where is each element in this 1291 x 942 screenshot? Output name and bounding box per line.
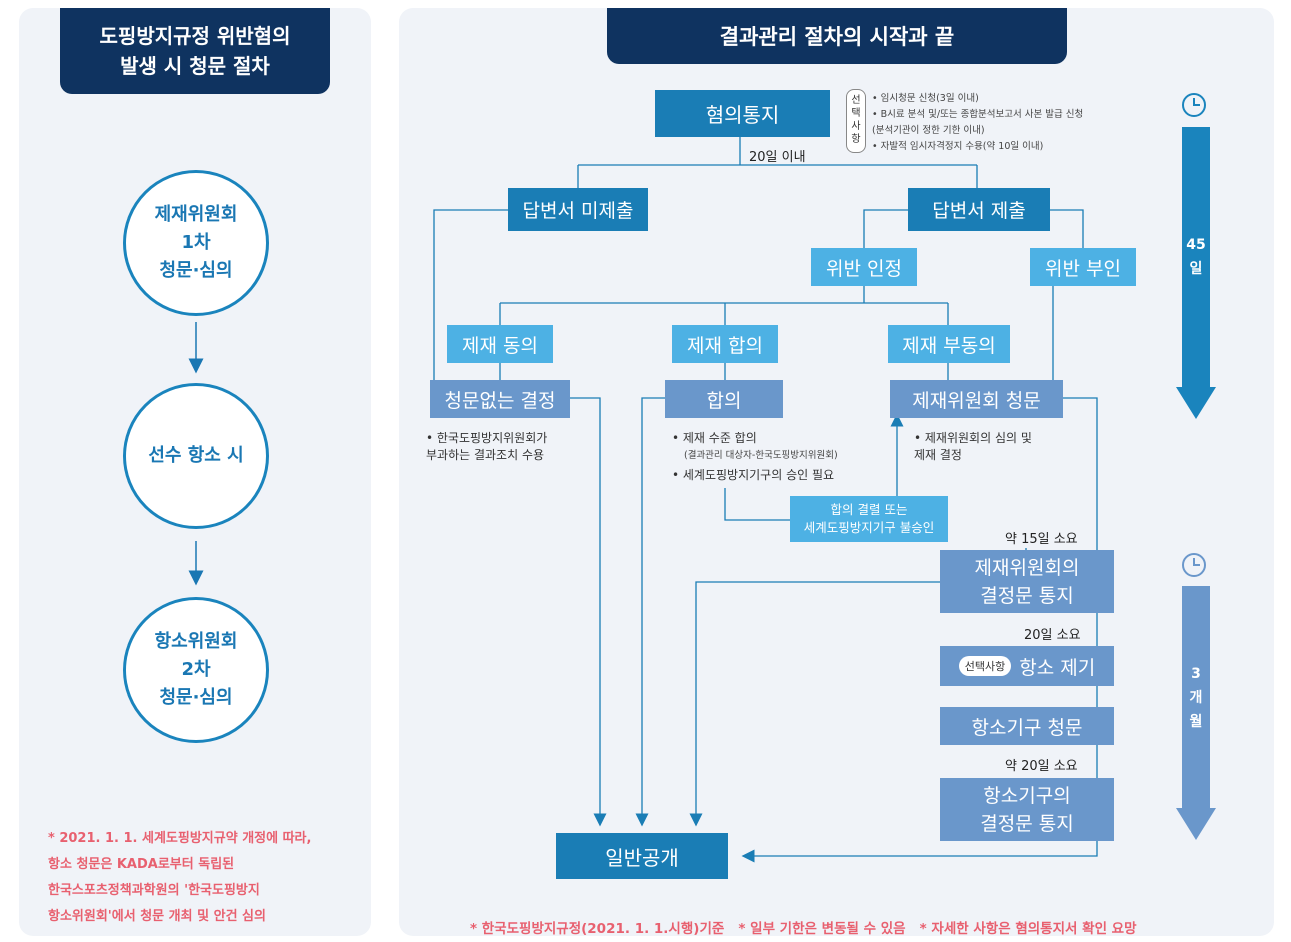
right-panel [399, 8, 1274, 936]
option-2: • B시료 분석 및/또는 종합분석보고서 사본 발급 신청 [872, 109, 1084, 120]
note-agreement-3: • 세계도핑방지기구의 승인 필요 [672, 468, 835, 482]
consent-box: 제재 동의 [447, 325, 553, 363]
period-45-arrow [1182, 127, 1210, 387]
admit-box: 위반 인정 [811, 248, 917, 286]
right-title: 결과관리 절차의 시작과 끝 [607, 8, 1067, 64]
disclosure-box: 일반공개 [556, 833, 728, 879]
agree-box: 제재 합의 [672, 325, 778, 363]
within-20-days: 20일 이내 [749, 150, 806, 165]
appeal-box: 선택사항 항소 제기 [940, 646, 1114, 686]
left-title: 도핑방지규정 위반혐의 발생 시 청문 절차 [60, 8, 330, 94]
period-45-label: 45 일 [1186, 237, 1206, 277]
agreement-box: 합의 [665, 380, 783, 418]
note-agreement-2: (결과관리 대상자-한국도핑방지위원회) [684, 450, 838, 461]
committee-hearing-box: 제재위원회 청문 [890, 380, 1063, 418]
clock-icon [1182, 93, 1206, 117]
note-committee: • 제재위원회의 심의 및 제재 결정 [914, 431, 1032, 462]
step-3-circle: 항소위원회 2차 청문·심의 [123, 597, 269, 743]
deny-box: 위반 부인 [1030, 248, 1136, 286]
20-days: 20일 소요 [1024, 628, 1081, 643]
appeal-notice-box: 항소기구의 결정문 통지 [940, 778, 1114, 841]
no-hearing-box: 청문없는 결정 [430, 380, 570, 418]
options-tag: 선 택 사 항 [846, 89, 866, 153]
no-reply-box: 답변서 미제출 [508, 188, 648, 231]
nonconsent-box: 제재 부동의 [888, 325, 1010, 363]
note-no-hearing: • 한국도핑방지위원회가 부과하는 결과조치 수용 [426, 431, 548, 462]
option-pill: 선택사항 [958, 656, 1012, 676]
note-agreement-1: • 제재 수준 합의 [672, 431, 757, 445]
right-footer: * 한국도핑방지규정(2021. 1. 1.시행)기준 * 일부 기한은 변동될… [470, 921, 1137, 937]
period-3m-arrow [1182, 586, 1210, 808]
appeal-hearing-box: 항소기구 청문 [940, 707, 1114, 745]
option-1: • 임시청문 신청(3일 이내) [872, 93, 979, 104]
left-footnote: * 2021. 1. 1. 세계도핑방지규약 개정에 따라, 항소 청문은 KA… [48, 831, 312, 924]
decision-notice-box: 제재위원회의 결정문 통지 [940, 550, 1114, 613]
notice-box: 혐의통지 [655, 90, 830, 137]
about-15-days: 약 15일 소요 [1005, 532, 1078, 547]
step-1-circle: 제재위원회 1차 청문·심의 [123, 170, 269, 316]
option-4: • 자발적 임시자격정지 수용(약 10일 이내) [872, 141, 1044, 152]
fail-box: 합의 결렬 또는 세계도핑방지기구 불승인 [790, 496, 948, 542]
about-20-days: 약 20일 소요 [1005, 759, 1078, 774]
period-45-arrowhead [1176, 387, 1216, 419]
clock-icon-2 [1182, 553, 1206, 577]
period-3m-arrowhead [1176, 808, 1216, 840]
reply-box: 답변서 제출 [908, 188, 1050, 231]
period-3m-label: 3 개 월 [1189, 666, 1203, 730]
step-2-circle: 선수 항소 시 [123, 383, 269, 529]
option-3: (분석기관이 정한 기한 이내) [872, 125, 985, 136]
appeal-label: 항소 제기 [1019, 656, 1096, 679]
